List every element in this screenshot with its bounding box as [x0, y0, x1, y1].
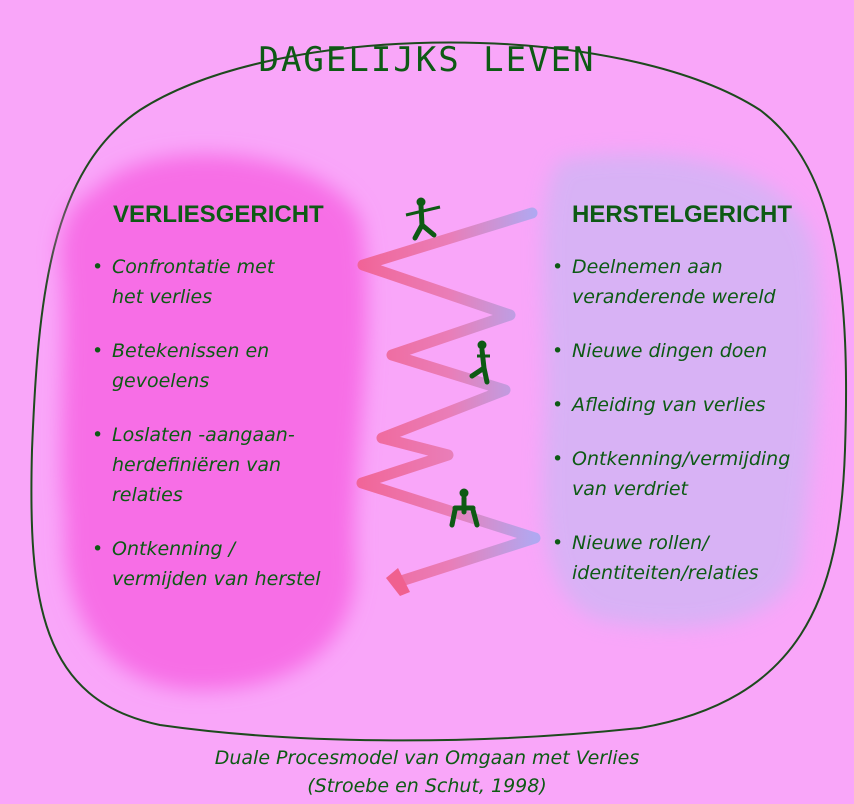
- list-item: Nieuwe rollen/identiteiten/relaties: [552, 528, 790, 588]
- oscillation-zigzag-path: [356, 207, 541, 588]
- arrow-head-icon: [386, 568, 410, 596]
- list-item: Nieuwe dingen doen: [552, 336, 790, 366]
- caption: Duale Procesmodel van Omgaan met Verlies…: [214, 747, 640, 797]
- squatting-figure-icon: [449, 488, 480, 528]
- walking-figure-icon: [405, 197, 441, 241]
- list-item: Afleiding van verlies: [552, 390, 790, 420]
- list-item: Loslaten -aangaan-herdefiniëren vanrelat…: [92, 420, 320, 510]
- list-item: Ontkenning /vermijden van herstel: [92, 534, 320, 594]
- standing-figure-icon: [469, 340, 490, 385]
- diagram-title: DAGELIJKS LEVEN: [258, 40, 596, 80]
- loss-oriented-heading: VERLIESGERICHT: [113, 201, 324, 228]
- restoration-oriented-heading: HERSTELGERICHT: [572, 201, 793, 228]
- daily-life-outline: [30, 41, 848, 742]
